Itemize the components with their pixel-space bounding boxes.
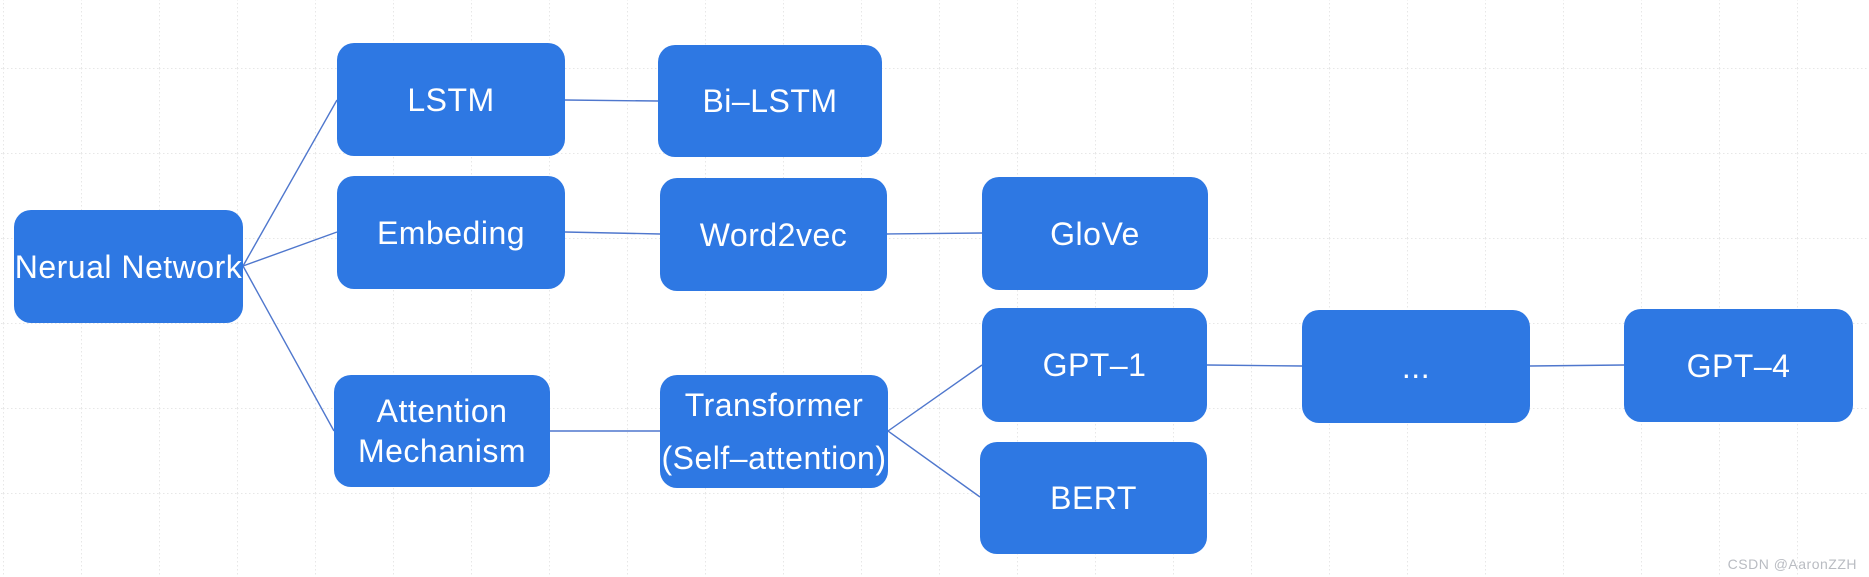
- node-lstm[interactable]: LSTM: [337, 43, 565, 156]
- edge-root-attention: [242, 265, 335, 432]
- node-word2vec[interactable]: Word2vec: [660, 178, 887, 291]
- edge-root-lstm: [242, 99, 338, 267]
- node-ellipsis[interactable]: ...: [1302, 310, 1530, 423]
- node-gpt-1[interactable]: GPT–1: [982, 308, 1207, 422]
- edge-transformer-bert: [887, 430, 981, 498]
- node-transformer[interactable]: Transformer (Self–attention): [660, 375, 888, 488]
- node-bert[interactable]: BERT: [980, 442, 1207, 554]
- edge-word2vec-glove: [886, 232, 983, 235]
- edge-dots-gpt4: [1529, 364, 1625, 367]
- edge-gpt1-dots: [1206, 364, 1303, 367]
- transformer-line2: (Self–attention): [661, 439, 887, 476]
- node-attention-mechanism[interactable]: Attention Mechanism: [334, 375, 550, 487]
- csdn-watermark: CSDN @AaronZZH: [1727, 556, 1857, 572]
- edge-transformer-gpt1: [887, 364, 983, 432]
- transformer-line1: Transformer: [684, 386, 864, 423]
- edge-embeding-word2vec: [564, 231, 661, 235]
- edge-root-embeding: [242, 231, 338, 267]
- node-bi-lstm[interactable]: Bi–LSTM: [658, 45, 882, 157]
- edge-lstm-bilstm: [564, 99, 659, 102]
- node-glove[interactable]: GloVe: [982, 177, 1208, 290]
- node-gpt-4[interactable]: GPT–4: [1624, 309, 1853, 422]
- node-neural-network[interactable]: Nerual Network: [14, 210, 243, 323]
- node-embeding[interactable]: Embeding: [337, 176, 565, 289]
